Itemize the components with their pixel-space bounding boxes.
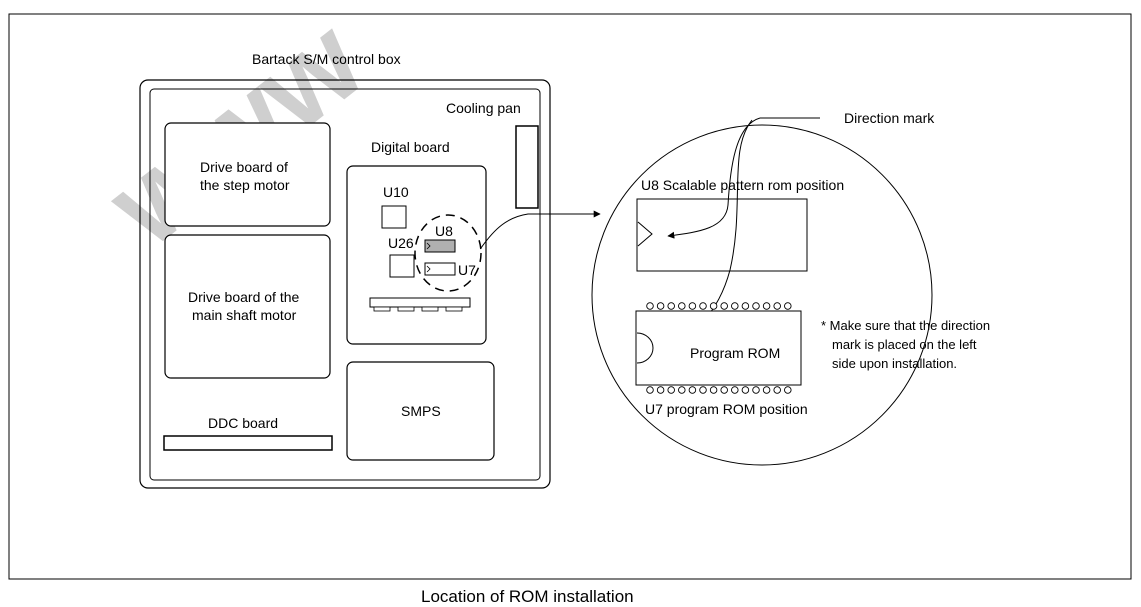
u8-rom-socket xyxy=(636,198,808,272)
rom-pin xyxy=(720,302,728,310)
ddc-board-label: DDC board xyxy=(208,415,278,431)
rom-pin xyxy=(752,302,760,310)
rom-pin xyxy=(699,386,707,394)
u10-chip xyxy=(381,205,407,229)
program-rom-notch xyxy=(636,332,654,364)
figure-frame xyxy=(8,13,1132,580)
u10-label: U10 xyxy=(383,184,409,200)
u26-chip xyxy=(389,254,415,278)
program-rom-label: Program ROM xyxy=(690,345,780,361)
step-motor-drive-board xyxy=(164,122,331,227)
rom-pin xyxy=(656,386,665,394)
control-box-outer xyxy=(139,79,551,489)
u7-pins-bottom xyxy=(646,386,792,394)
rom-pin xyxy=(731,302,739,310)
u7-label: U7 xyxy=(458,262,476,278)
rom-pin xyxy=(741,386,750,394)
rom-pin xyxy=(646,386,654,394)
ddc-board xyxy=(163,435,333,451)
rom-pin xyxy=(762,302,771,310)
digital-board xyxy=(346,165,487,345)
rom-pin xyxy=(678,386,686,394)
rom-pin xyxy=(773,302,781,310)
rom-pin xyxy=(731,386,739,394)
rom-pin xyxy=(688,302,697,310)
main-board-label-1: Drive board of the xyxy=(188,289,299,305)
figure-caption: Location of ROM installation xyxy=(421,587,634,606)
u7-chip xyxy=(424,262,456,276)
direction-arrow-u8 xyxy=(667,117,761,239)
rom-pin xyxy=(667,302,675,310)
rom-pin xyxy=(667,386,675,394)
u7-position-label: U7 program ROM position xyxy=(645,401,808,417)
u8-label: U8 xyxy=(435,223,453,239)
rom-pin xyxy=(720,386,728,394)
detail-leader-arrow xyxy=(480,210,601,249)
rom-pin xyxy=(784,302,792,310)
rom-pin xyxy=(741,302,750,310)
note-line-3: side upon installation. xyxy=(832,356,957,371)
rom-pin xyxy=(656,302,665,310)
main-board-label-2: main shaft motor xyxy=(192,307,297,323)
rom-pin xyxy=(752,386,760,394)
rom-pin xyxy=(699,302,707,310)
main-shaft-drive-board xyxy=(164,234,331,379)
smps-label: SMPS xyxy=(401,403,441,419)
program-rom-chip xyxy=(635,310,802,386)
cooling-fan xyxy=(515,125,539,209)
rom-pin xyxy=(709,386,718,394)
step-board-label-1: Drive board of xyxy=(200,159,288,175)
smps-unit xyxy=(346,361,495,461)
control-box-title: Bartack S/M control box xyxy=(252,51,401,67)
control-box-inner xyxy=(149,88,541,481)
rom-pin xyxy=(688,386,697,394)
u26-label: U26 xyxy=(388,235,414,251)
u7-direction-mark xyxy=(426,265,431,273)
u8-position-label: U8 Scalable pattern rom position xyxy=(641,177,844,193)
rom-pin xyxy=(784,386,792,394)
digital-board-label: Digital board xyxy=(371,139,450,155)
rom-pin xyxy=(709,302,718,310)
detail-circle xyxy=(591,124,933,466)
rom-highlight-circle xyxy=(414,214,482,292)
note-line-1: * Make sure that the direction xyxy=(821,318,990,333)
rom-pin xyxy=(646,302,654,310)
u8-socket-notch xyxy=(637,221,653,247)
rom-pin xyxy=(678,302,686,310)
u8-chip xyxy=(424,239,456,253)
cooling-fan-label: Cooling pan xyxy=(446,100,521,116)
rom-pin xyxy=(773,386,781,394)
rom-pin xyxy=(762,386,771,394)
u8-direction-mark xyxy=(426,242,431,250)
digital-board-connector xyxy=(369,297,471,312)
step-board-label-2: the step motor xyxy=(200,177,290,193)
direction-mark-label: Direction mark xyxy=(844,110,935,126)
note-line-2: mark is placed on the left xyxy=(832,337,977,352)
u7-pins-top xyxy=(646,302,792,310)
